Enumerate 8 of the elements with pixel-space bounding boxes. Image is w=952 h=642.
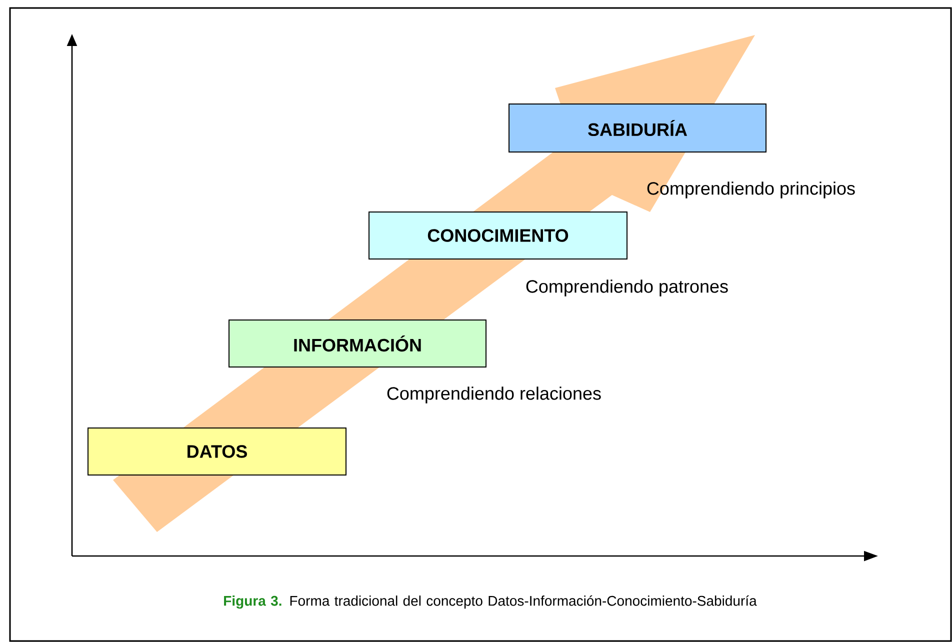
level-label: Comprendiendo patrones [526,280,728,296]
level-box: SABIDURÍA [508,104,767,152]
level-box: CONOCIMIENTO [368,212,628,260]
level-label: Comprendiendo principios [647,182,855,198]
level-box: INFORMACIÓN [228,320,486,368]
level-label: Comprendiendo relaciones [387,386,601,404]
caption: Figura 3. Forma tradicional del concepto Datos-Información-Conocimiento-Sabiduría [224,595,757,609]
level-box: DATOS [88,428,346,476]
